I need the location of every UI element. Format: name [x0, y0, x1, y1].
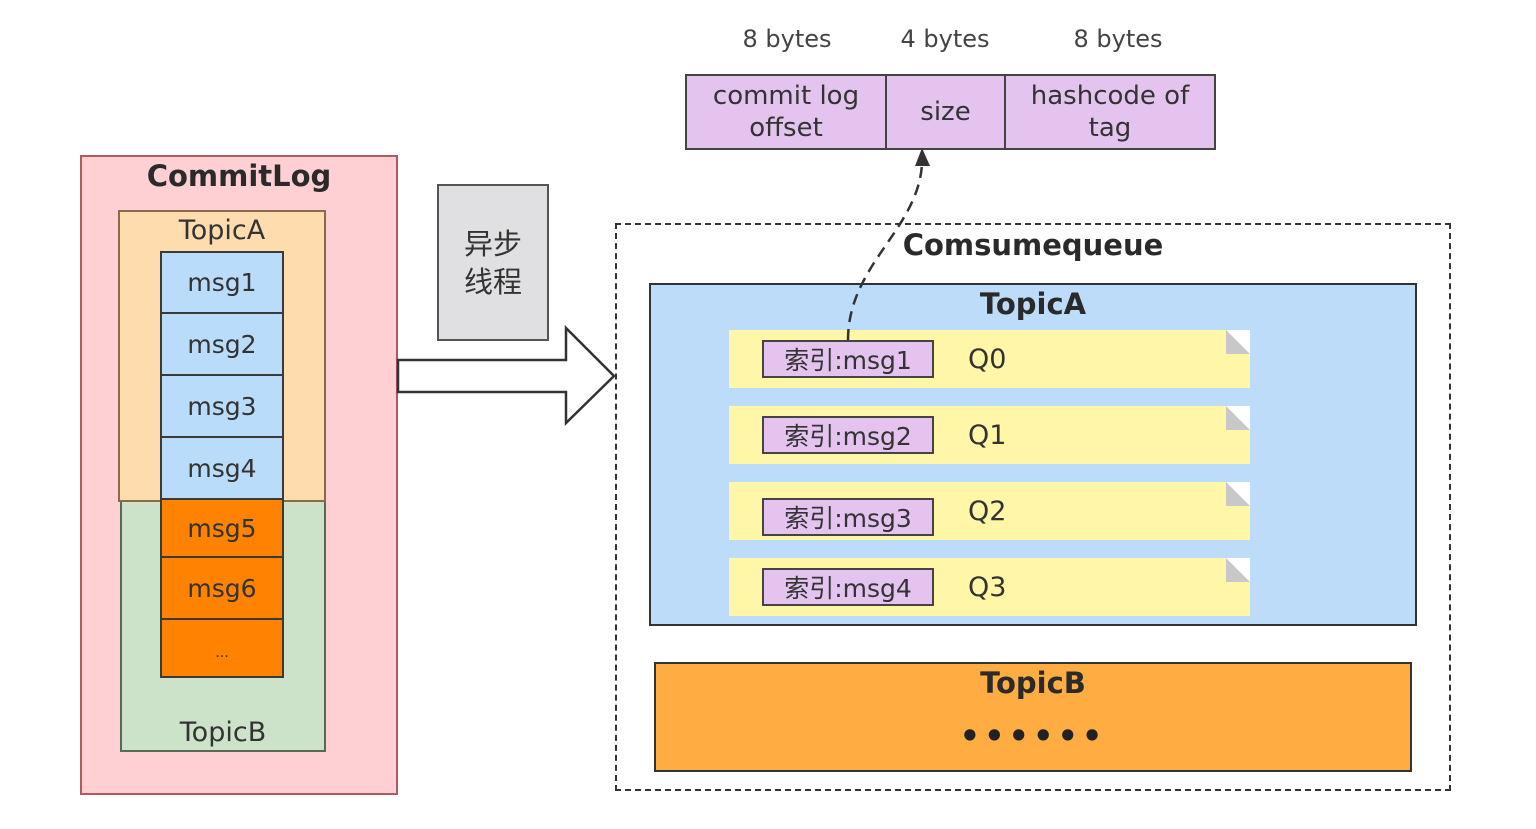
flow-arrow [396, 324, 616, 426]
commitlog-message: msg2 [160, 312, 284, 376]
note-fold-corner [1226, 558, 1250, 582]
consumequeue-container [615, 223, 1451, 791]
field-label-line2: tag [1088, 113, 1132, 143]
note-fold-corner [1226, 330, 1250, 354]
consumequeue-topicb-ellipsis: •••••• [959, 717, 1107, 755]
commitlog-topica-label: TopicA [178, 214, 266, 246]
consumequeue-topica-title: TopicA [979, 287, 1087, 321]
commitlog-topicb-label: TopicB [179, 716, 267, 748]
async-thread-label-line2: 线程 [463, 264, 522, 299]
field-size: size [885, 74, 1006, 150]
queue-index-entry: 索引:msg2 [762, 416, 934, 454]
commitlog-title: CommitLog [146, 159, 332, 193]
async-thread-label-line1: 异步 [463, 226, 522, 261]
field-label-line2: offset [749, 113, 823, 143]
queue-id-label: Q0 [968, 343, 1007, 375]
async-thread-box: 异步 线程 [437, 184, 549, 341]
commitlog-message: msg5 [160, 498, 284, 558]
commitlog-message: msg6 [160, 556, 284, 620]
queue-index-entry: 索引:msg3 [762, 498, 934, 536]
note-fold-corner [1226, 482, 1250, 506]
field-label-line1: hashcode of [1030, 81, 1190, 111]
queue-index-entry: 索引:msg4 [762, 568, 934, 606]
queue-id-label: Q2 [968, 495, 1007, 527]
commitlog-message: msg4 [160, 436, 284, 500]
field-size-label: 4 bytes [900, 25, 990, 53]
commitlog-message: msg1 [160, 251, 284, 314]
field-label-line1: size [920, 97, 971, 127]
consumequeue-title: Comsumequeue [902, 228, 1164, 262]
note-fold-corner [1226, 406, 1250, 430]
commitlog-message: ... [160, 618, 284, 678]
field-label-line1: commit log [712, 81, 860, 111]
consumequeue-topicb-group [654, 662, 1412, 772]
field-size-label: 8 bytes [1073, 25, 1163, 53]
index-pointer-arrowhead [915, 148, 930, 166]
queue-id-label: Q1 [968, 419, 1007, 451]
field-hashcode-of-tag: hashcode of tag [1004, 74, 1216, 150]
queue-index-entry: 索引:msg1 [762, 340, 934, 378]
queue-id-label: Q3 [968, 571, 1007, 603]
index-pointer-dashed-arrow [846, 163, 924, 341]
commitlog-message: msg3 [160, 374, 284, 438]
consumequeue-topicb-title: TopicB [980, 666, 1086, 700]
field-size-label: 8 bytes [742, 25, 832, 53]
